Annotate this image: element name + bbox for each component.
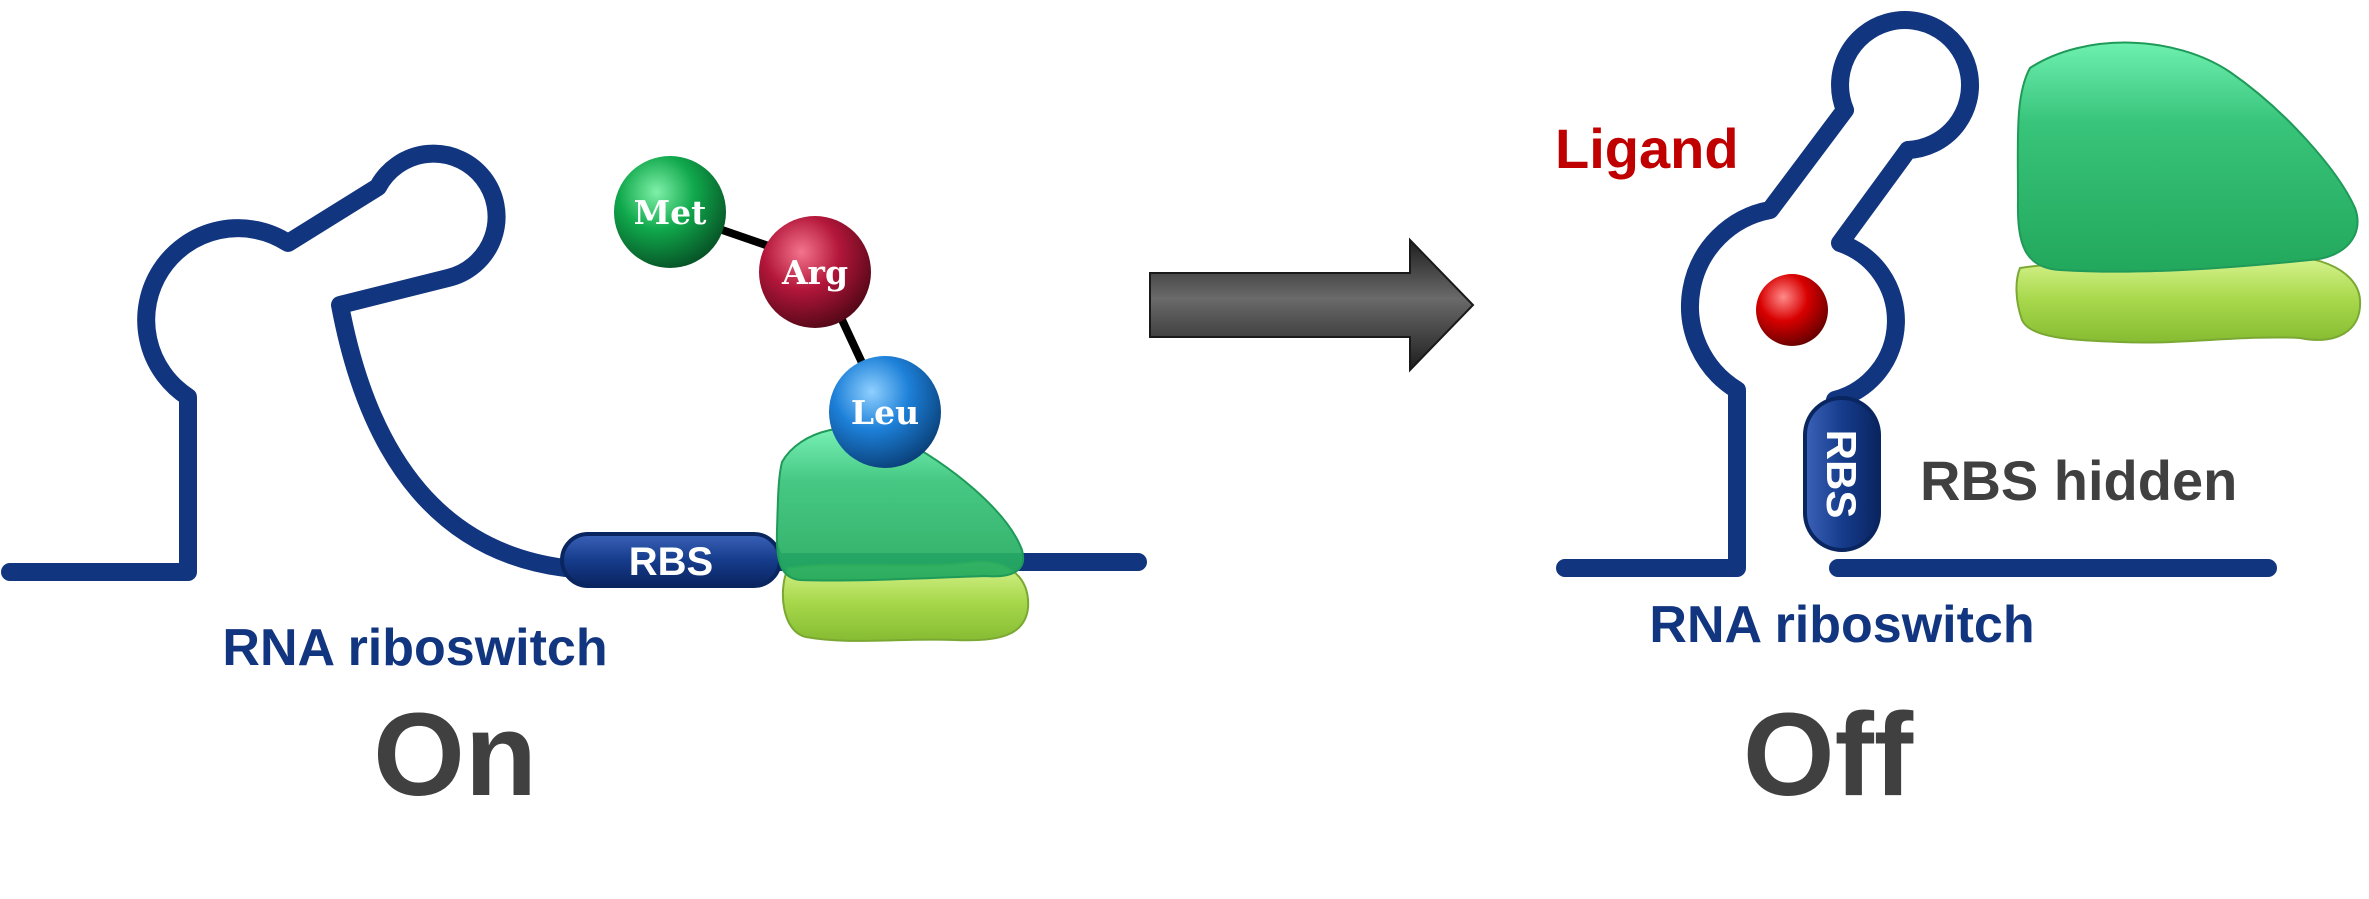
rbs-box-off: RBS (1803, 396, 1881, 552)
rbs-label-off: RBS (1818, 430, 1865, 519)
riboswitch-label-off: RNA riboswitch (1649, 596, 2034, 654)
ligand-label: Ligand (1555, 117, 1739, 180)
rna-strand-off (1556, 11, 2277, 577)
off-panel: RBS Ligand RBS hidden RNA riboswitch Off (1555, 11, 2362, 821)
amino-acid-met: Met (614, 156, 726, 268)
amino-acid-arg: Arg (759, 216, 871, 328)
ribosome-off (2015, 41, 2362, 344)
ligand-molecule (1756, 274, 1828, 346)
amino-acid-label-leu: Leu (851, 393, 919, 432)
riboswitch-label-on: RNA riboswitch (222, 619, 607, 677)
rbs-label-on: RBS (629, 540, 713, 584)
on-panel: RBS Met Arg Leu RNA riboswitc (1, 144, 1147, 821)
transition-arrow (1149, 237, 1475, 373)
amino-acid-label-arg: Arg (781, 253, 848, 292)
amino-acid-leu: Leu (829, 356, 941, 468)
rbs-box-on: RBS (560, 532, 782, 588)
state-label-on: On (373, 689, 537, 821)
state-label-off: Off (1743, 689, 1914, 821)
rbs-hidden-label: RBS hidden (1920, 449, 2237, 512)
peptide-chain: Met Arg Leu (614, 156, 941, 468)
amino-acid-label-met: Met (634, 193, 708, 232)
ribosome-large-subunit-off (2016, 41, 2359, 273)
ribosome-on (775, 426, 1030, 642)
